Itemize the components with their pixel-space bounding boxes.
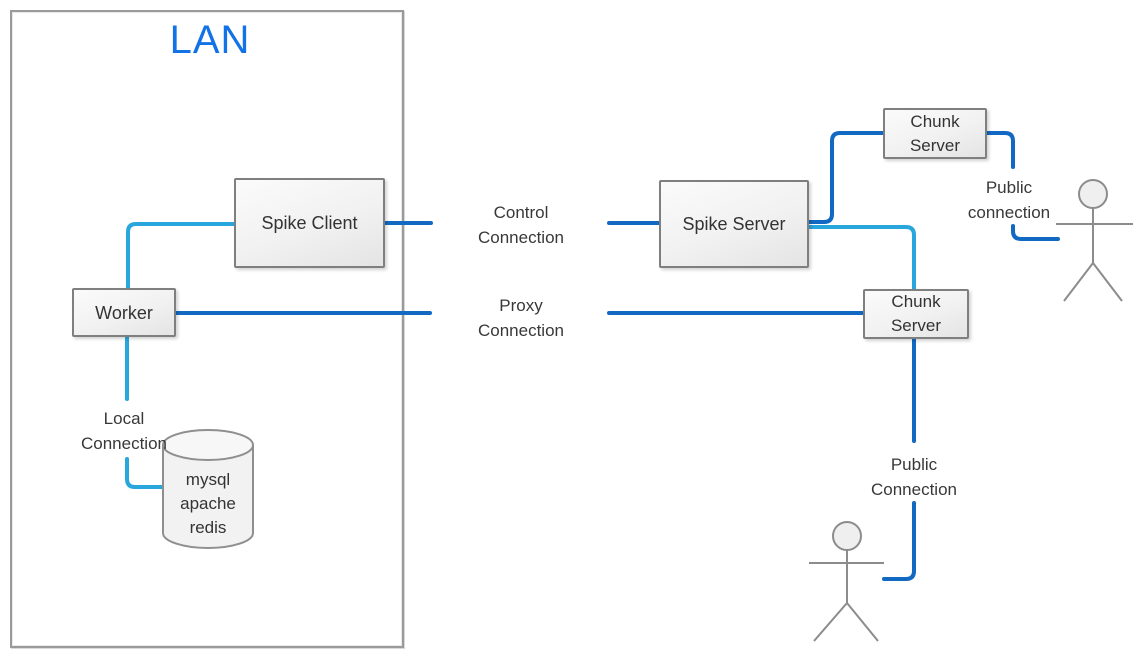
proxy-connection-label: Proxy Connection [477, 296, 564, 340]
node-chunk-server-bottom-label: Chunk Server [890, 292, 942, 335]
connector-server-chunktop [807, 131, 885, 224]
node-spike-client-label: Spike Client [261, 213, 358, 233]
node-chunk-server-top-label: Chunk Server [909, 111, 961, 155]
control-connection-label: Control Connection [477, 203, 564, 247]
database-line-1: mysql [185, 470, 231, 489]
node-worker: Worker [72, 288, 176, 337]
connector-public-top-lower [1011, 224, 1060, 241]
database-label: mysql apache redis [163, 468, 253, 540]
lan-title: LAN [169, 18, 251, 62]
node-chunk-server-bottom: Chunk Server [863, 289, 969, 339]
node-spike-server: Spike Server [659, 180, 809, 268]
lan-boundary-box [10, 10, 404, 648]
public-connection-top-label: Public connection [967, 178, 1051, 222]
node-spike-client: Spike Client [234, 178, 385, 268]
database-line-2: apache [180, 494, 236, 513]
connector-server-chunkbottom [807, 225, 916, 291]
node-worker-label: Worker [95, 302, 153, 323]
connector-public-top-upper [985, 131, 1015, 169]
database-line-3: redis [189, 518, 227, 537]
person-bottom-icon [809, 521, 884, 642]
public-connection-bottom-label: Public Connection [870, 455, 957, 499]
node-chunk-server-top: Chunk Server [883, 108, 987, 159]
connector-public-bottom-lower [882, 501, 916, 581]
node-spike-server-label: Spike Server [682, 214, 786, 234]
local-connection-label: Local Connection [80, 409, 167, 453]
